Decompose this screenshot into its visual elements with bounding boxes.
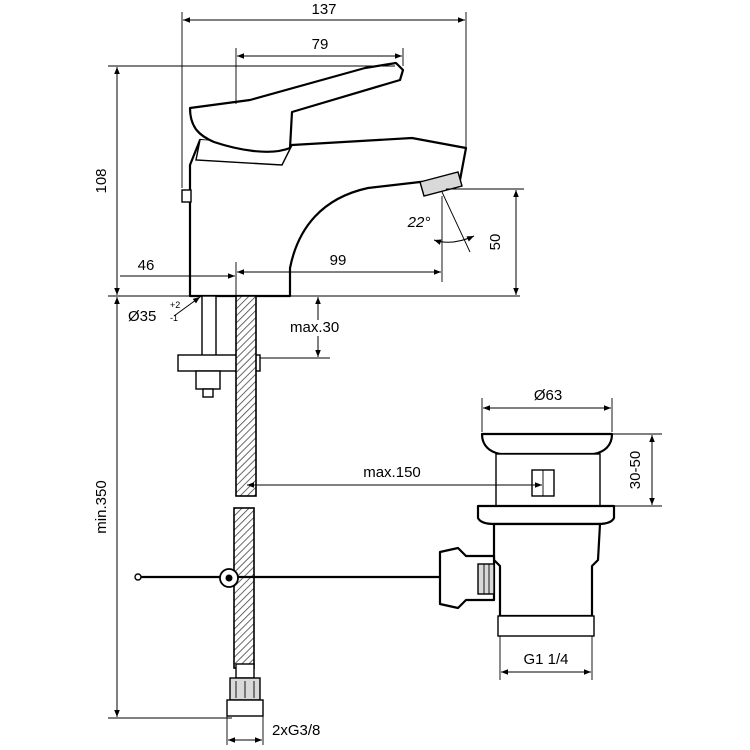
pop-up-rod: [134, 568, 440, 588]
hose-lower: [233, 507, 255, 669]
dim-height: 108: [93, 168, 110, 193]
dim-hole-tol-minus: -1: [170, 313, 178, 323]
dimension-lines: [108, 12, 662, 745]
waste-body: [492, 522, 602, 618]
faucet-body: [188, 136, 468, 298]
dim-hose-length: min.350: [93, 480, 110, 533]
drain-pin-top: [181, 189, 192, 203]
dim-hole-tol-plus: +2: [170, 300, 180, 310]
aerator: [419, 171, 463, 197]
fixing-nut: [195, 370, 221, 390]
dim-body-offset: 46: [138, 257, 155, 274]
shank: [201, 295, 217, 359]
dim-aerator-angle: 22°: [407, 214, 431, 231]
dim-waste-diameter: Ø63: [534, 387, 562, 404]
faucet: [177, 61, 468, 717]
dim-lever-length: 79: [312, 36, 329, 53]
waste-assembly: [438, 432, 616, 637]
dim-waste-thread: G1 1/4: [523, 651, 568, 668]
dim-total-length: 137: [311, 1, 336, 18]
dim-waste-depth: 30-50: [627, 451, 644, 489]
dim-hose-thread: 2xG3/8: [272, 722, 320, 739]
dim-deck-thickness: max.30: [290, 319, 339, 336]
dim-spout-reach: 99: [330, 252, 347, 269]
connector-nut: [477, 563, 495, 595]
waste-flange: [476, 504, 616, 526]
fixing-stud: [202, 388, 214, 398]
hose-thread-end: [226, 699, 264, 717]
hose-upper: [235, 295, 257, 497]
dim-aerator-height: 50: [487, 234, 504, 251]
dim-hole-diameter: Ø35: [128, 308, 156, 325]
lever: [188, 61, 405, 153]
waste-plug: [480, 432, 614, 456]
waste-thread: [497, 615, 595, 637]
hose-fitting-top: [235, 663, 255, 679]
dimension-labels: 137 79 108 46 99 50 22° Ø35 +2 -1 max.30…: [93, 1, 644, 739]
dim-rod-reach: max.150: [363, 464, 421, 481]
